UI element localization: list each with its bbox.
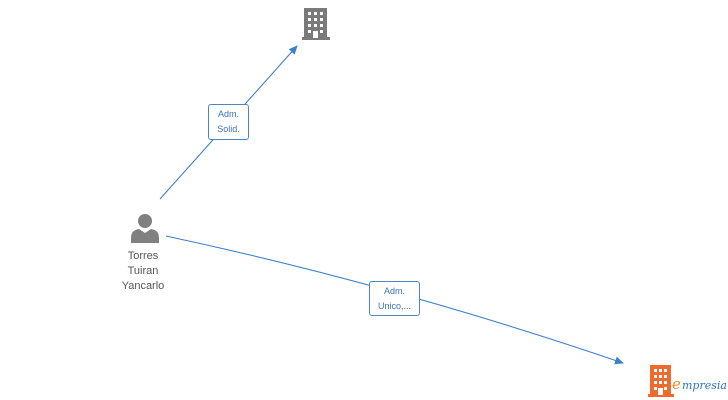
person-name[interactable]: Torres Tuiran Yancarlo	[98, 249, 188, 294]
edge-label-line: Solid.	[217, 124, 240, 134]
company-bottom-building-icon[interactable]	[647, 363, 675, 397]
watermark-text: mpresia	[682, 379, 727, 392]
edge-label-line: Adm.	[217, 109, 239, 119]
person-name-line: Yancarlo	[121, 280, 165, 292]
watermark-e: e	[672, 375, 681, 393]
person-name-line: Torres	[127, 250, 159, 262]
person-icon[interactable]	[129, 212, 161, 244]
edge-label-adm-solid[interactable]: Adm. Solid.	[208, 104, 249, 140]
edge-label-line: Adm.	[383, 286, 405, 296]
person-name-line: Tuiran	[127, 265, 159, 277]
company-top-building-icon[interactable]	[301, 6, 331, 40]
edge-label-adm-unico[interactable]: Adm. Unico,...	[369, 281, 420, 316]
edge-label-line: Unico,...	[377, 301, 411, 311]
